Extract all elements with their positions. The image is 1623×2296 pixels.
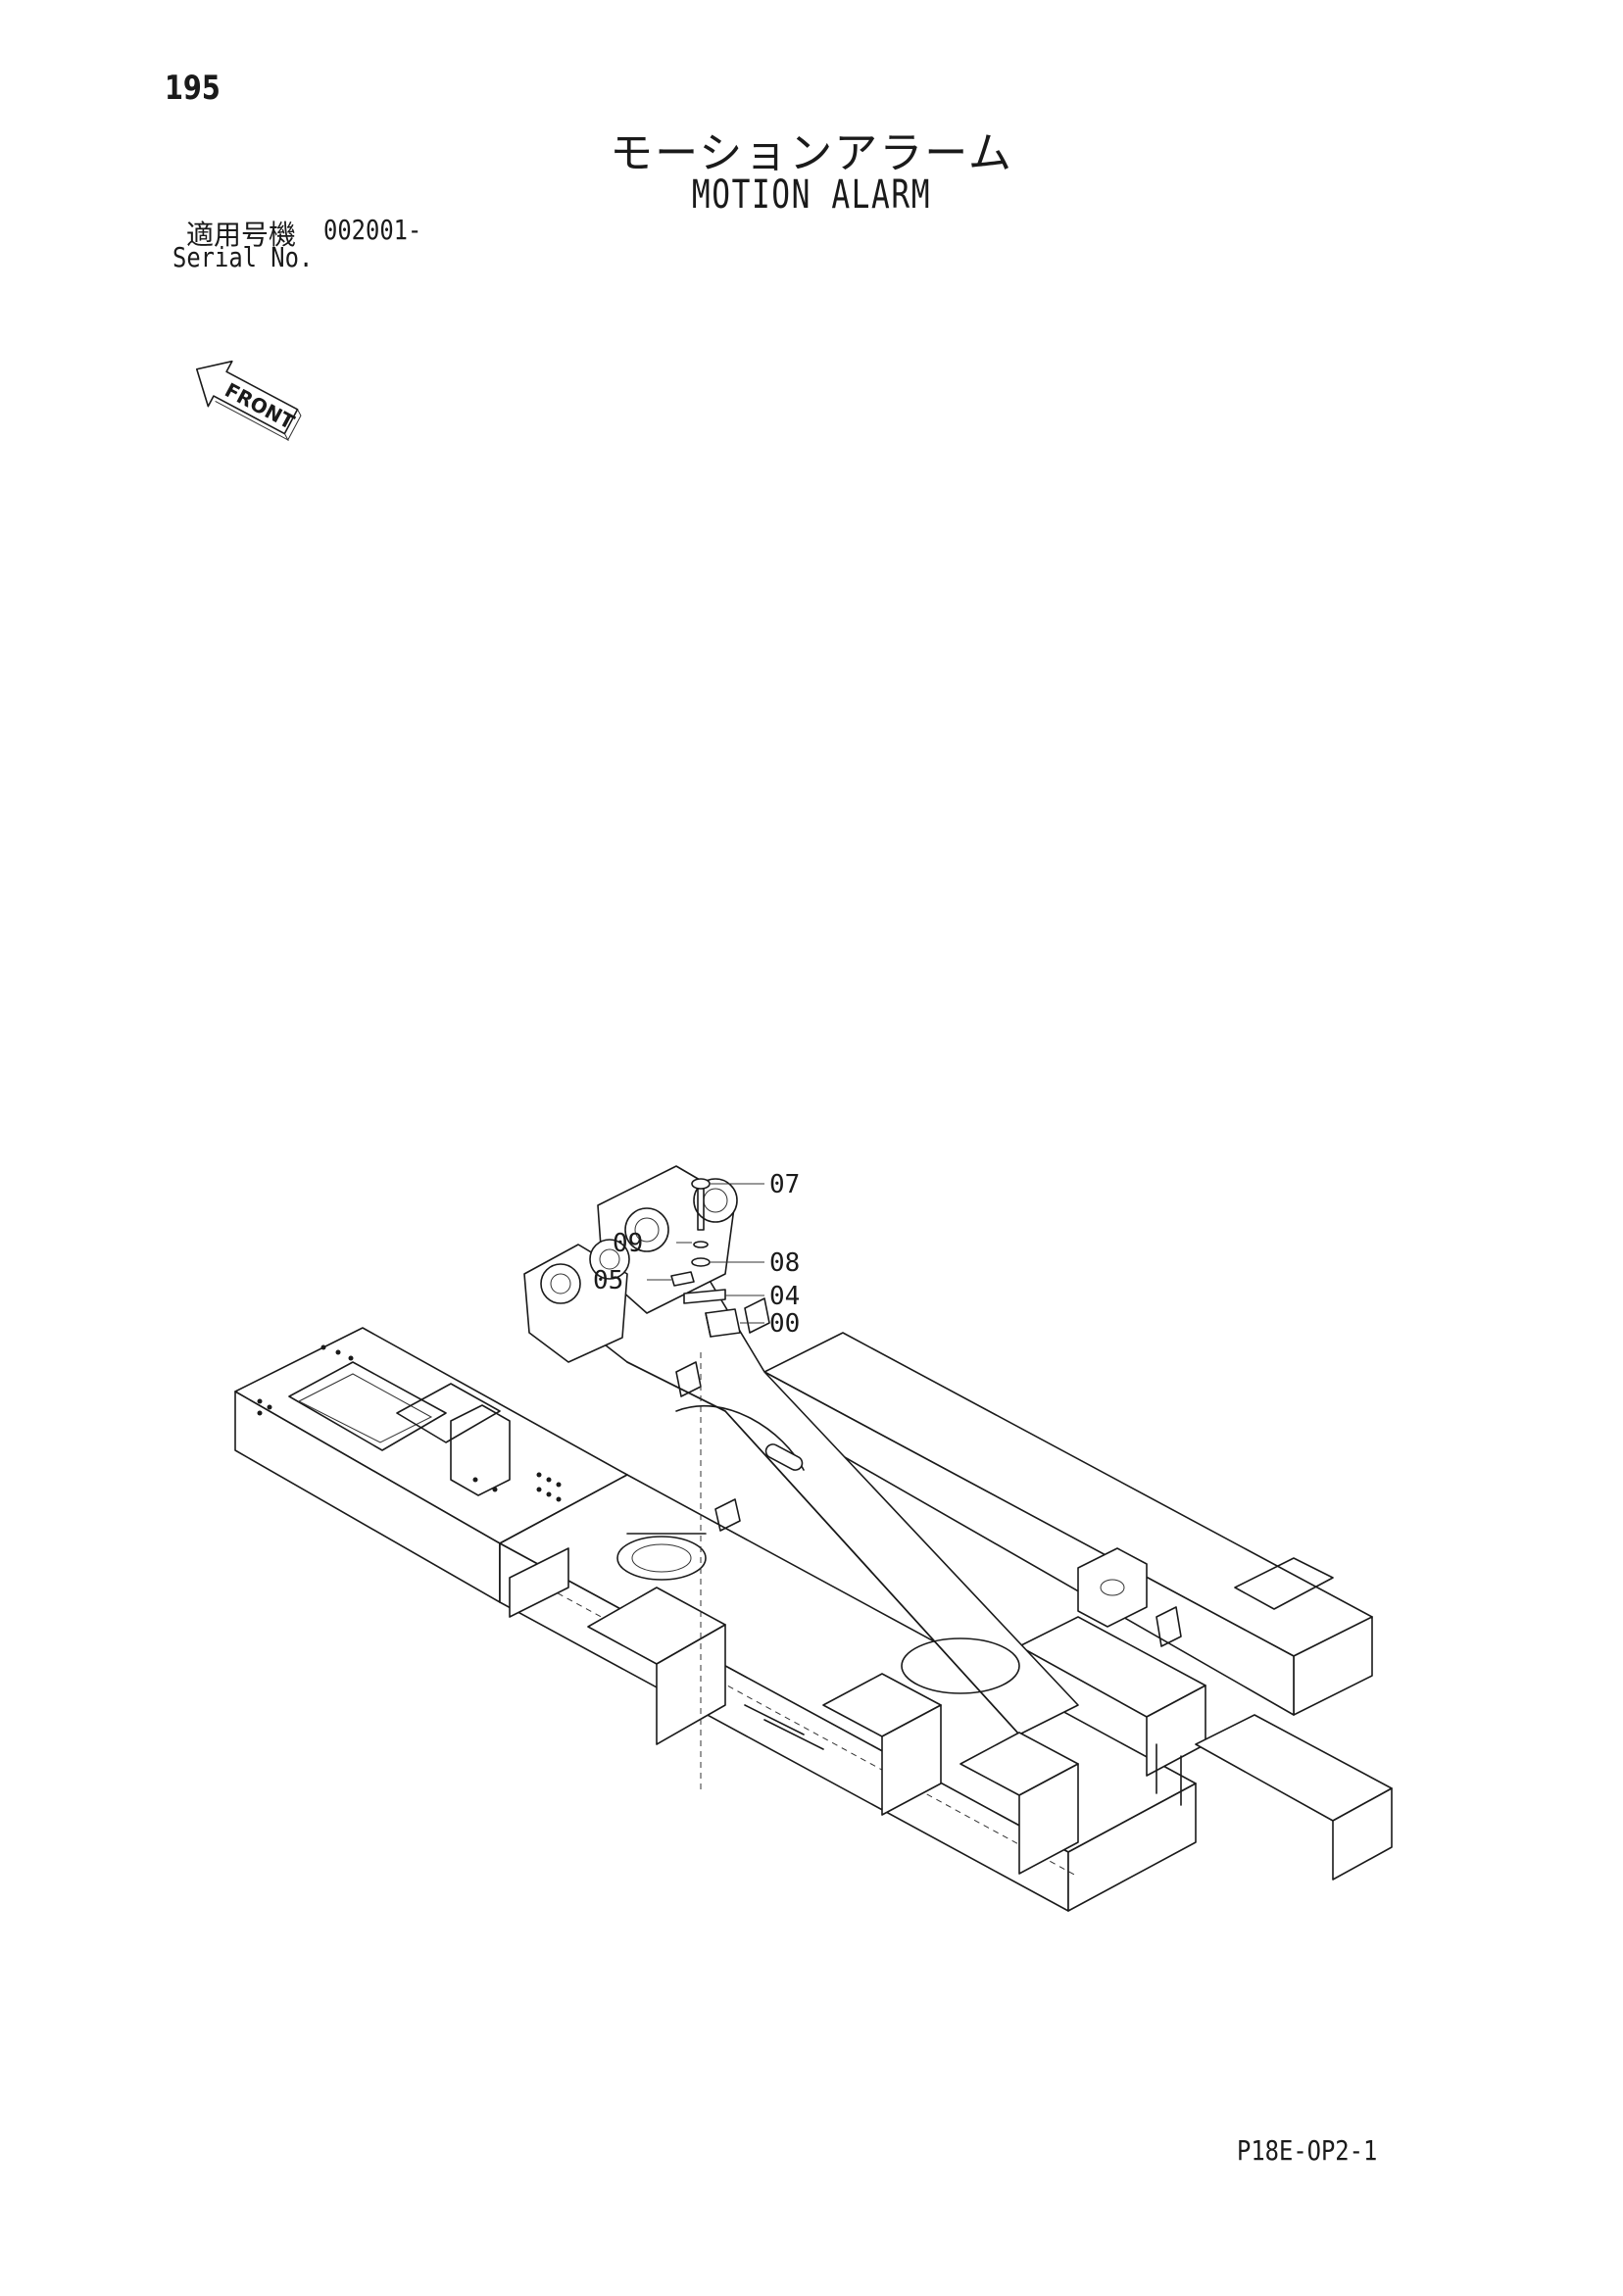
- center-boom-beam: [523, 1165, 1079, 1735]
- callout-04: 04: [769, 1282, 800, 1311]
- drawing-code: P18E-OP2-1: [1237, 2134, 1378, 2167]
- frame-cross-members: [509, 1536, 1079, 1875]
- serial-label-japanese: 適用号機: [186, 219, 297, 251]
- callout-08: 08: [769, 1248, 800, 1278]
- front-arrow-icon: FRONT: [195, 360, 302, 442]
- frame-right-brackets: [1077, 1547, 1182, 1647]
- page-number: 195: [165, 69, 221, 108]
- motion-alarm-assembly: 07 09 08 05 04 00: [593, 1170, 800, 1793]
- serial-number-value: 002001-: [323, 214, 422, 246]
- page-title-japanese: モーションアラーム: [610, 128, 1013, 178]
- serial-label-english: Serial No.: [172, 241, 314, 273]
- callout-07: 07: [769, 1170, 800, 1199]
- callout-09: 09: [613, 1229, 643, 1258]
- undercarriage-frame-drawing: 07 09 08 05 04 00: [234, 1165, 1393, 1912]
- frame-right-rail: [763, 1332, 1373, 1716]
- frame-right-cross-beams: [1018, 1616, 1393, 1881]
- callout-05: 05: [593, 1266, 623, 1295]
- page-title-english: MOTION ALARM: [691, 172, 932, 218]
- callout-00: 00: [769, 1309, 800, 1339]
